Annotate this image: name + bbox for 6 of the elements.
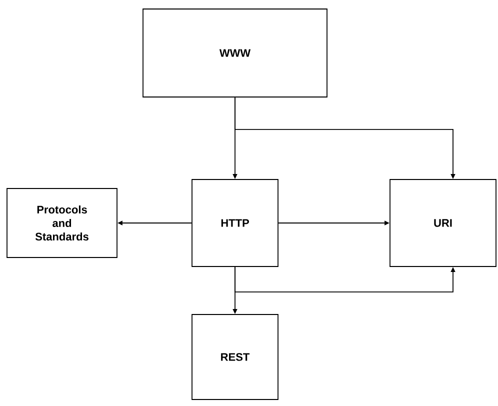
process-box: REST: [192, 314, 278, 400]
process-box: WWW: [142, 8, 328, 98]
process-box: HTTP: [192, 179, 278, 267]
arrow: [234, 266, 456, 292]
process-box: Protocols and Standards: [6, 188, 118, 258]
process-box: URI: [390, 179, 496, 267]
